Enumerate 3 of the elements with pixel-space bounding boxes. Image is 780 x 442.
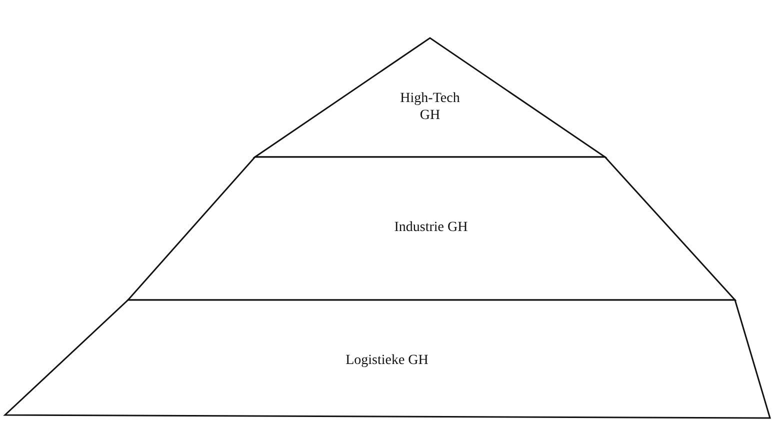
tier-label: High-Tech GH [399,90,461,124]
tier-label: Industrie GH [393,219,469,236]
tier-label: Logistieke GH [344,352,430,369]
